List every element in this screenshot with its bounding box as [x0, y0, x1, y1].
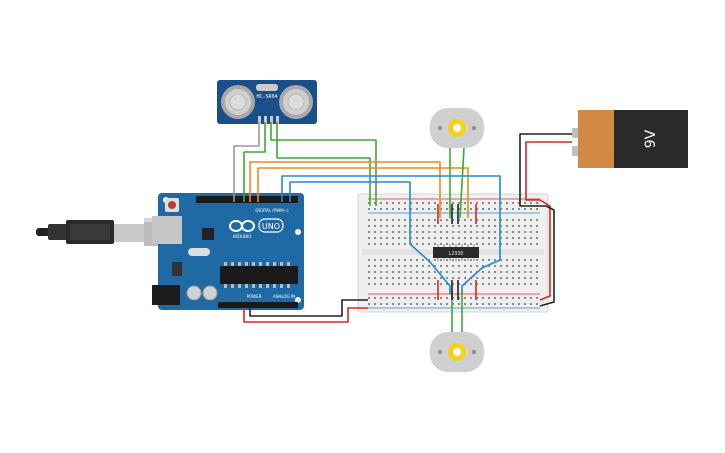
wire-battery-pos [525, 141, 572, 301]
atmega-chip [220, 266, 298, 284]
battery-voltage-label: 9V [643, 129, 659, 148]
wire-arduino-5v [243, 307, 368, 323]
ultrasonic-sensor-icon[interactable] [217, 80, 317, 124]
arduino-logo-icon [229, 218, 284, 233]
uno-logo-text: UNO [262, 222, 280, 231]
arduino-uno-board[interactable]: UNO ARDUINO DIGITAL (PWM~) POWER ANALOG … [152, 193, 304, 310]
motor-top [430, 108, 484, 148]
digital-header[interactable] [196, 196, 298, 203]
arduino-brand-text: ARDUINO [233, 234, 252, 239]
wire-orange-2 [257, 167, 469, 218]
motor-icon[interactable] [430, 108, 484, 372]
driver-chip-label: L293D [448, 251, 463, 257]
wire-blue-1 [281, 175, 501, 294]
power-pins-label: POWER [247, 294, 262, 299]
wires[interactable] [233, 122, 572, 334]
wire-orange-1 [249, 161, 441, 218]
wire-battery-neg [519, 133, 572, 307]
usb-port [152, 216, 182, 244]
analog-pins-label: ANALOG IN [273, 294, 295, 299]
power-jack [152, 285, 180, 305]
wire-motor-top-b [459, 147, 465, 219]
power-analog-header[interactable] [218, 302, 298, 308]
sensor-model-label: HC-SR04 [256, 94, 277, 100]
wire-blue-2 [289, 181, 451, 294]
wire-sensor-echo [270, 122, 377, 206]
wire-sensor-trig [243, 122, 266, 202]
battery-icon[interactable] [572, 110, 688, 168]
breadboard-holes [368, 202, 538, 305]
wire-sensor-vcc [233, 122, 260, 202]
l293d-driver-chip[interactable] [433, 244, 479, 261]
wire-arduino-gnd [249, 299, 368, 317]
motor-bottom [430, 332, 484, 372]
digital-pins-label: DIGITAL (PWM~) [255, 208, 289, 213]
